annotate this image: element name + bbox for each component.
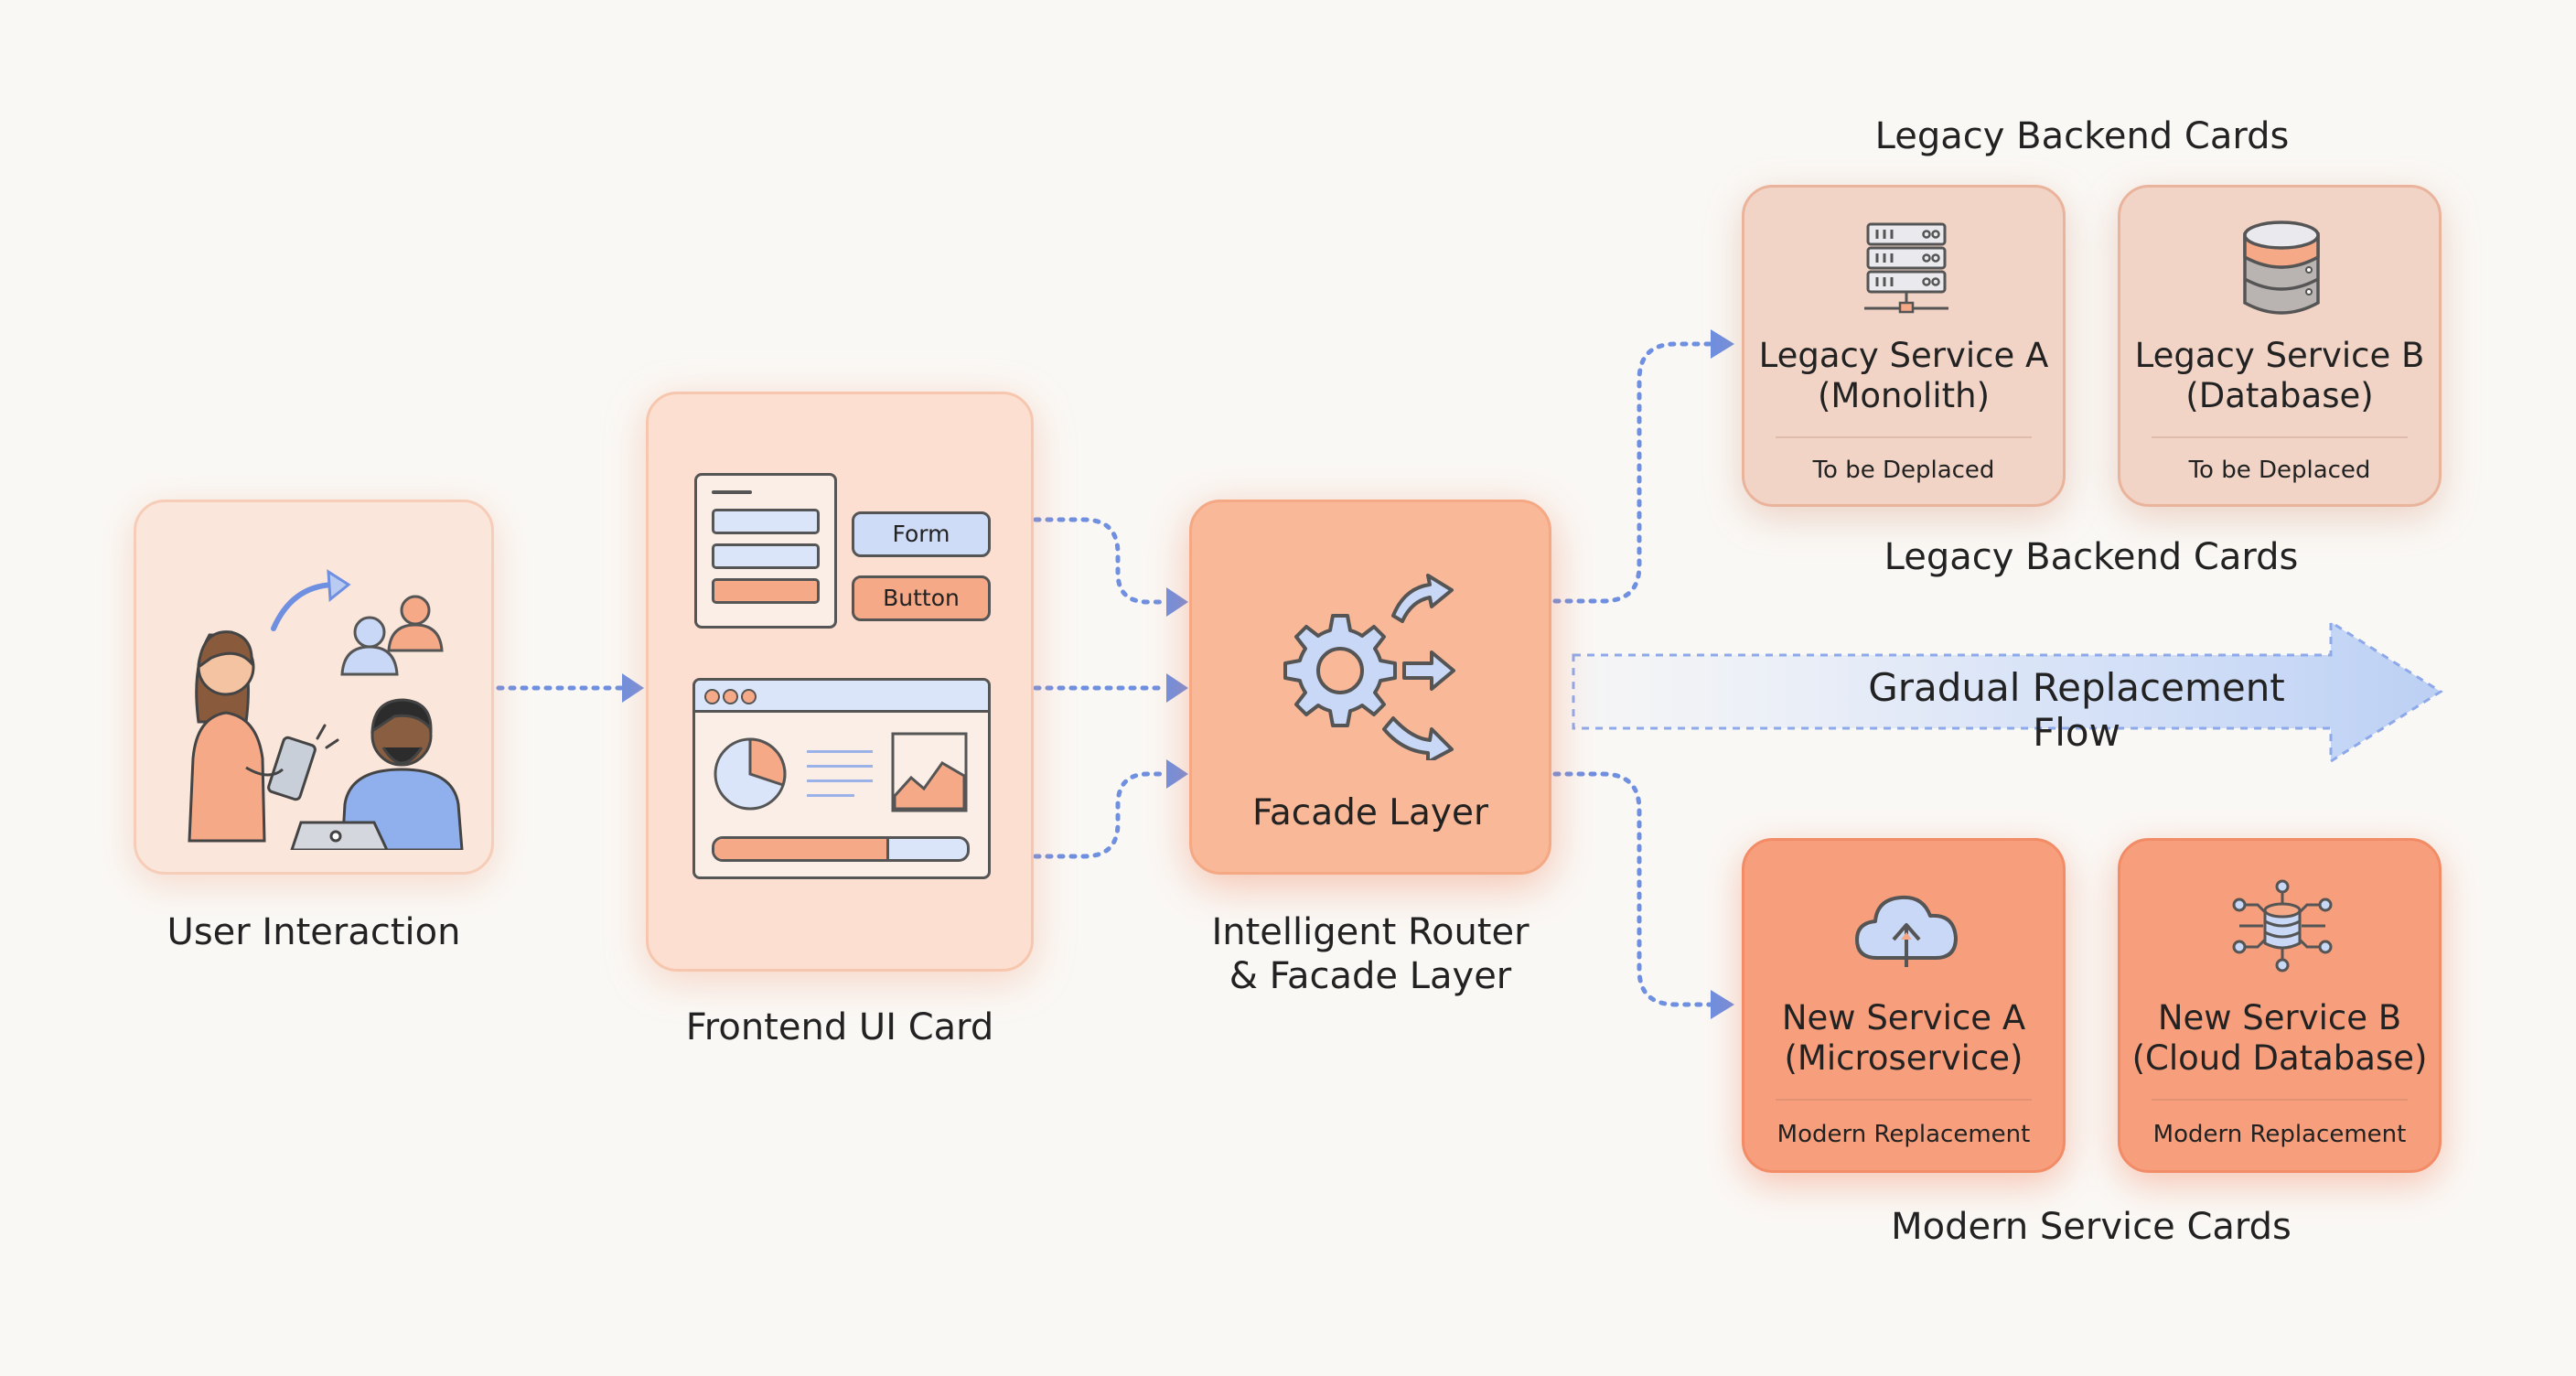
window-titlebar [695, 681, 988, 713]
facade-label-line2: & Facade Layer [1229, 955, 1512, 997]
user-interaction-card [134, 500, 494, 875]
connector-facade-to-modern [1552, 771, 1713, 1007]
form-heading-line [712, 490, 752, 494]
form-input-field [712, 509, 820, 534]
dashboard-window-mockup [692, 678, 991, 879]
connector-frontend-to-facade-top [1033, 517, 1169, 605]
man-with-laptop-figure [290, 698, 464, 850]
new-service-a-card: New Service A (Microservice) Modern Repl… [1742, 838, 2066, 1173]
modern-heading: Modern Service Cards [1891, 1206, 2292, 1248]
users-illustration [188, 569, 464, 850]
text-line [807, 794, 854, 797]
card-divider [2152, 1099, 2408, 1101]
area-chart-icon [891, 732, 968, 812]
new-service-b-card: New Service B (Cloud Database) Modern Re… [2118, 838, 2442, 1173]
share-arrow-icon [271, 582, 336, 631]
text-line [807, 750, 873, 753]
legacy-heading-bottom: Legacy Backend Cards [1884, 536, 2299, 578]
new-a-status: Modern Replacement [1776, 1121, 2031, 1148]
frontend-ui-label: Frontend UI Card [685, 1006, 994, 1048]
legacy-b-title-line1: Legacy Service B [2134, 336, 2425, 375]
legacy-service-a-card: Legacy Service A (Monolith) To be Deplac… [1742, 185, 2066, 507]
legacy-a-status: To be Deplaced [1812, 457, 1995, 484]
connector-frontend-to-facade-bottom [1033, 771, 1169, 859]
gear-router-icon [1283, 574, 1455, 760]
form-mockup [694, 473, 837, 629]
card-divider [1776, 436, 2032, 438]
window-dot-icon [704, 689, 720, 704]
facade-card-title: Facade Layer [1252, 792, 1488, 833]
database-icon [2243, 220, 2320, 315]
pie-chart-icon [714, 737, 787, 811]
text-line [807, 779, 873, 782]
legacy-b-title-line2: (Database) [2185, 376, 2374, 415]
legacy-heading-top: Legacy Backend Cards [1874, 115, 2290, 157]
connector-facade-to-legacy [1552, 341, 1713, 604]
gradual-replacement-label: Gradual Replacement Flow [1868, 665, 2285, 755]
frontend-ui-card: Form Button [646, 392, 1034, 972]
form-submit-bar [712, 578, 820, 604]
gradual-replacement-arrow [1572, 619, 2443, 764]
card-divider [1776, 1099, 2032, 1101]
user-group-icon [340, 595, 444, 676]
user-interaction-label: User Interaction [166, 911, 461, 953]
legacy-b-status: To be Deplaced [2188, 457, 2371, 484]
new-b-status: Modern Replacement [2152, 1121, 2407, 1148]
server-rack-icon [1864, 222, 1948, 314]
progress-fill [714, 839, 889, 859]
new-a-title-line2: (Microservice) [1784, 1038, 2023, 1078]
woman-with-tablet-figure [188, 630, 317, 843]
new-b-title-line2: (Cloud Database) [2131, 1038, 2428, 1078]
new-a-title-line1: New Service A [1781, 998, 2026, 1037]
text-line [807, 765, 873, 768]
form-chip: Form [852, 511, 991, 557]
facade-label-line1: Intelligent Router [1211, 911, 1530, 953]
form-input-field [712, 543, 820, 569]
legacy-a-title-line2: (Monolith) [1817, 376, 1991, 415]
button-chip: Button [852, 575, 991, 621]
legacy-service-b-card: Legacy Service B (Database) To be Deplac… [2118, 185, 2442, 507]
card-divider [2152, 436, 2408, 438]
legacy-a-title-line1: Legacy Service A [1758, 336, 2049, 375]
window-dot-icon [741, 689, 757, 704]
new-b-title-line1: New Service B [2157, 998, 2402, 1037]
progress-track [712, 836, 970, 862]
window-dot-icon [723, 689, 738, 704]
cloud-upload-icon [1855, 895, 1958, 967]
cloud-database-icon [2232, 879, 2333, 973]
facade-layer-card: Facade Layer [1189, 500, 1551, 875]
